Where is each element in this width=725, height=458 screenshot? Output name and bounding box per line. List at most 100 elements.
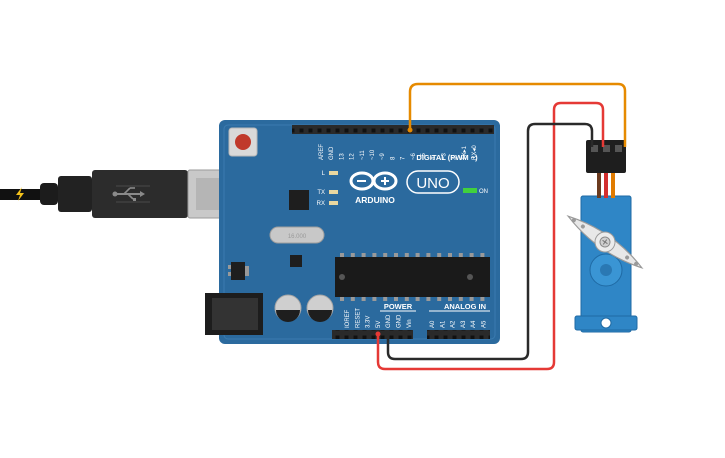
chip-pin [480,297,485,301]
chip-pin [469,297,474,301]
lightning-icon [16,187,24,201]
power-pin-label-2: 3.3V [366,316,372,328]
led-rx [329,201,338,205]
chip-pin [340,253,344,257]
digital-header[interactable] [292,125,494,134]
chip-pin [437,297,442,301]
digital-pin-label-8: 7 [401,156,407,160]
digital-pin-labels: AREF GND 13 12 ~11 ~10 ~9 8 7 ~6 ~5 4 ~3 2 TX▸1 RX◂0 [319,144,478,160]
chip-pin [404,297,409,301]
chip-pin [372,297,377,301]
chip-pin [350,253,355,257]
digital-pin-label-11: 4 [431,156,437,160]
arduino-uno-board[interactable]: AREF GND 13 12 ~11 ~10 ~9 8 7 ~6 ~5 4 ~3 2 TX▸1 RX◂0 DI… [205,120,500,344]
usb-interface-chip [289,190,309,210]
usb-cable[interactable] [0,169,255,219]
digital-pin-label-9: ~6 [411,152,417,160]
ground-wire-gnd[interactable] [386,122,594,361]
reset-button[interactable] [228,127,258,157]
analog-pin-label-3: A3 [461,320,467,328]
on-led [463,188,477,193]
capacitor-1 [274,294,302,322]
analog-header[interactable] [427,330,490,339]
chip-pin [426,253,431,257]
led-rx-label: RX [317,201,325,207]
digital-pin-label-15: RX◂0 [472,145,478,160]
digital-header-label: DIGITAL (PWM ~) [416,153,478,162]
analog-pin-label-0: A0 [430,320,436,328]
power-pin-label-5: GND [397,314,403,328]
usb-plug-body [58,176,92,212]
power-pin-label-4: GND [386,314,392,328]
digital-pin-label-12: ~3 [441,152,447,160]
chip-pin [415,253,420,257]
analog-pin-label-1: A1 [440,320,446,328]
chip-pin [437,253,442,257]
arduino-logo [349,171,398,191]
power-pin-label-3: 5V [376,321,382,328]
chip-pin [458,297,463,301]
analog-pin-label-2: A2 [451,320,457,328]
usb-cable-wire [0,189,48,200]
chip-pin [404,253,409,257]
chip-pin [480,253,485,257]
power-wire-5v[interactable] [376,101,605,371]
chip-pin [350,297,355,301]
voltage-regulator [228,262,249,280]
chip-pin [383,253,388,257]
digital-pin-label-5: ~10 [370,149,376,160]
chip-pin [458,253,463,257]
digital-pin-label-2: 13 [339,153,345,160]
crystal-label: 16.000 [288,234,307,240]
atmega-chip [335,253,490,301]
micro-servo[interactable] [562,140,647,333]
digital-pin-label-3: 12 [350,153,356,160]
analog-pin-label-4: A4 [471,320,477,328]
servo-horn[interactable] [562,208,647,276]
brand-label: ARDUINO [355,195,395,205]
model-label: UNO [416,175,449,192]
usb-icon [112,187,145,201]
digital-pin-label-1: GND [329,146,335,160]
on-label: ON [479,189,488,195]
analog-pin-labels: A0 A1 A2 A3 A4 A5 [430,320,488,328]
chip-pin [361,297,366,301]
chip-pin [361,253,366,257]
chip-pin [383,297,388,301]
chip-pin [448,253,452,257]
capacitor-2 [306,294,334,322]
led-tx-label: TX [317,190,325,196]
digital-pin-label-4: ~11 [360,150,366,160]
analog-pin-label-5: A5 [482,320,488,328]
power-header[interactable] [332,330,413,339]
led-l [329,171,338,175]
chip-pin [394,253,398,257]
chip-pin [448,297,452,301]
usb-strain-relief [40,183,58,205]
led-tx [329,190,338,194]
small-chip [290,255,302,267]
crystal [269,226,325,244]
chip-pin [469,253,474,257]
digital-pin-label-7: 8 [390,156,396,160]
power-pin-label-6: Vin [407,319,413,328]
chip-pin [394,297,398,301]
power-pin-label-0: IOREF [345,309,351,328]
analog-header-label: ANALOG IN [444,302,486,311]
digital-pin-label-6: ~9 [380,152,386,160]
power-pin-label-1: RESET [355,308,361,328]
chip-pin [426,297,431,301]
digital-pin-label-10: ~5 [421,152,427,160]
chip-pin [415,297,420,301]
signal-wire-pin7[interactable] [408,82,627,147]
digital-pin-label-14: TX▸1 [462,145,468,160]
digital-pin-label-13: 2 [452,156,458,160]
chip-pin [372,253,377,257]
led-l-label: L [322,171,326,177]
model-badge [406,170,460,194]
chip-pin [340,297,344,301]
dc-power-jack[interactable] [205,293,263,335]
digital-pin-label-0: AREF [319,144,325,160]
